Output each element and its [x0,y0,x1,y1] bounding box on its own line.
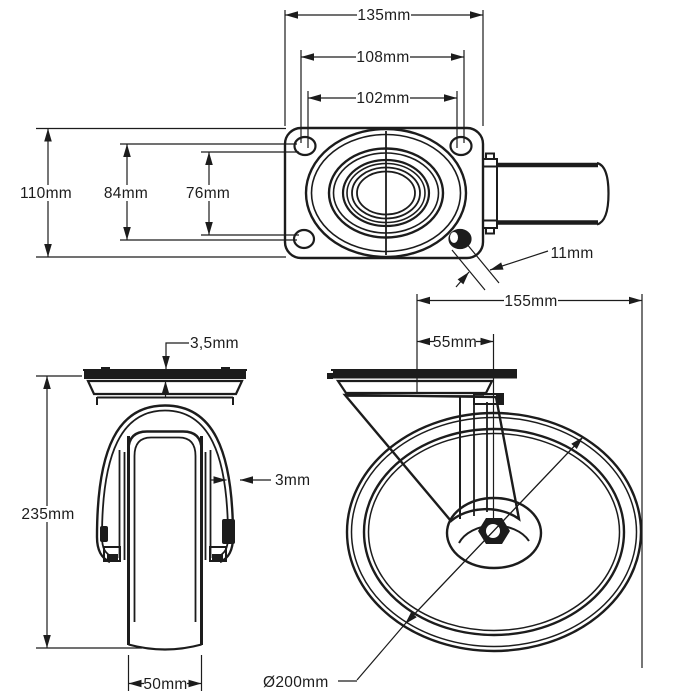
top-plate-side [327,369,517,397]
front-view-dimensions: 235mm 3,5mm 3mm 50mm [21,335,310,693]
wheel-front [127,430,203,651]
front-view [83,367,247,651]
dim-label-fork-thickness: 3mm [275,472,310,489]
bolt-hole-top-left [293,135,317,157]
axle-nut-left [100,526,108,542]
axle-tabs [482,152,498,235]
axle-nut-right [222,519,235,544]
bolt-hole-top-right [449,135,473,157]
top-view [283,126,610,260]
fork-legs [100,450,235,562]
dim-label-hole-pitch-depth-outer: 84mm [104,185,148,202]
bolt-holes [292,135,473,250]
fork-thickness-leader: 3mm [211,472,310,489]
dim-label-hole-pitch-depth-inner: 76mm [186,185,230,202]
dim-label-plate-width: 135mm [357,7,410,24]
dim-label-plate-thickness: 3,5mm [190,335,239,352]
side-view [327,369,643,653]
wheel-top [496,161,610,226]
bolt-hole-bottom-left [292,228,316,250]
bolt-hole-highlight [450,232,458,243]
side-view-dimensions: 155mm 55mm Ø200mm [263,293,643,691]
fork-front-leg [459,393,504,519]
top-view-dimensions: 135mm 108mm 102mm 110mm 84mm 76mm 11mm [20,7,593,291]
dim-label-swivel-offset: 55mm [433,334,477,351]
dim-label-overall-height: 235mm [21,506,74,523]
dim-label-hole-pitch-width-inner: 102mm [356,90,409,107]
wheel-diameter-leader: Ø200mm [263,436,584,691]
dim-label-plate-depth: 110mm [20,185,72,202]
dim-label-hole-diameter: 11mm [550,245,593,262]
plate-thickness-leader: 3,5mm [161,335,239,398]
dim-label-wheel-width: 50mm [143,676,187,693]
fork-crown [95,404,235,564]
hole-diameter-leader [451,242,549,291]
dim-label-hole-pitch-width-outer: 108mm [356,49,409,66]
dim-label-plate-length: 155mm [504,293,557,310]
dim-label-wheel-diameter: Ø200mm [263,674,329,691]
swivel-bearing-rings [304,127,468,259]
